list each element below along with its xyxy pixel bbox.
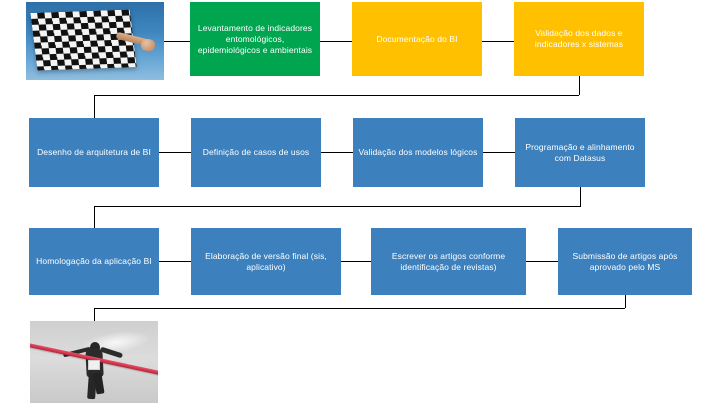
connector-row3-to-finish: [94, 308, 625, 309]
connector-row2-to-row3: [94, 206, 581, 207]
node-label: Validação dos dados e indicadores x sist…: [534, 28, 624, 49]
connector-row3-down: [625, 295, 626, 308]
node-documentacao-bi[interactable]: Documentação do BI: [352, 2, 482, 76]
connector-row2-up: [94, 95, 95, 118]
connector-n9-to-n10: [341, 261, 371, 262]
node-elaboracao-versao-final[interactable]: Elaboração de versão final (sis, aplicat…: [191, 228, 341, 295]
runner-head: [90, 342, 101, 353]
runner-finish-line-photo: [30, 321, 158, 403]
connector-n6-to-n7: [483, 152, 515, 153]
node-label: Submissão de artigos após aprovado pelo …: [572, 250, 678, 272]
node-programacao-alinhamento-datasus[interactable]: Programação e alinhamento com Datasus: [515, 118, 645, 187]
node-label: Levantamento de indicadores entomológico…: [197, 22, 313, 55]
node-label: Desenho de arquitetura de BI: [37, 147, 151, 157]
connector-n5-to-n6: [321, 152, 353, 153]
connector-row1-down: [579, 76, 580, 95]
node-label: Validação dos modelos lógicos: [358, 147, 478, 157]
connector-row2-down: [580, 187, 581, 206]
node-levantamento-indicadores[interactable]: Levantamento de indicadores entomológico…: [190, 2, 320, 76]
connector-n1-to-n2: [320, 41, 352, 42]
node-label: Escrever os artigos conforme identificaç…: [391, 250, 506, 272]
node-validacao-modelos-logicos[interactable]: Validação dos modelos lógicos: [353, 118, 483, 187]
node-desenho-arquitetura-bi[interactable]: Desenho de arquitetura de BI: [29, 118, 159, 187]
connector-row1-to-row2: [94, 95, 579, 96]
connector-n2-to-n3: [482, 41, 514, 42]
node-label: Elaboração de versão final (sis, aplicat…: [205, 250, 327, 272]
node-label: Definição de casos de usos: [202, 147, 310, 157]
connector-finish-up: [94, 308, 95, 321]
connector-n8-to-n9: [159, 261, 191, 262]
flag-cloth: [30, 9, 138, 71]
runner-race-bib: [88, 360, 100, 371]
node-definicao-casos-usos[interactable]: Definição de casos de usos: [191, 118, 321, 187]
node-label: Documentação do BI: [376, 33, 458, 44]
connector-n4-to-n5: [159, 152, 191, 153]
node-homologacao-aplicacao-bi[interactable]: Homologação da aplicação BI: [29, 228, 159, 295]
node-validacao-dados-indicadores[interactable]: Validação dos dados e indicadores x sist…: [514, 2, 644, 76]
node-submissao-artigos[interactable]: Submissão de artigos após aprovado pelo …: [558, 228, 692, 295]
node-label: Homologação da aplicação BI: [36, 256, 152, 266]
checkered-flag-photo: [26, 2, 164, 80]
node-escrever-artigos[interactable]: Escrever os artigos conforme identificaç…: [371, 228, 526, 295]
connector-row3-up: [94, 206, 95, 228]
connector-n10-to-n11: [526, 261, 558, 262]
node-label: Programação e alinhamento com Datasus: [525, 141, 635, 163]
connector-flag-to-n1: [164, 41, 190, 42]
